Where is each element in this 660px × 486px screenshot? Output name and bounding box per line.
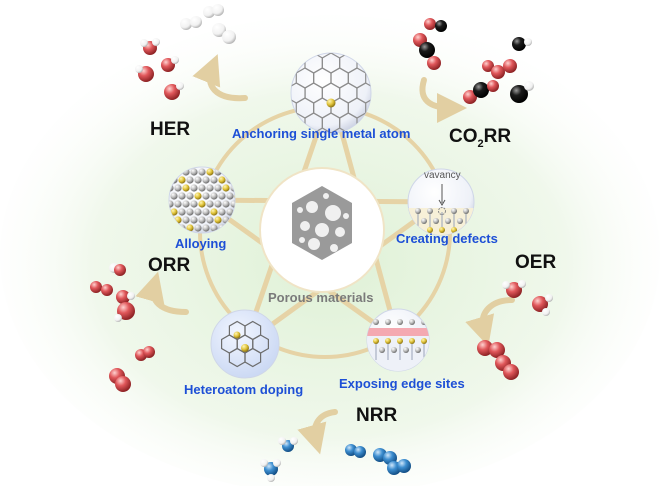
- anchoring-single-atom-node: [290, 52, 372, 134]
- nrr-molecules: [260, 437, 411, 482]
- alloy-atom: [169, 200, 174, 208]
- nrr-label: NRR: [356, 405, 398, 426]
- reaction-arrows: [135, 54, 515, 455]
- alloy-atom: [214, 200, 222, 208]
- alloy-atom: [190, 216, 198, 224]
- co2rr-label: CO2RR: [449, 126, 511, 150]
- alloy-atom: [218, 176, 226, 184]
- alloy-atom: [206, 200, 214, 208]
- alloy-atom: [206, 168, 214, 176]
- alloy-atom: [202, 208, 210, 216]
- alloy-atom: [182, 184, 190, 192]
- alloying-label: Alloying: [175, 236, 227, 251]
- alloy-atom: [190, 184, 198, 192]
- alloy-atom: [174, 200, 182, 208]
- porous-materials-node: [259, 167, 385, 293]
- alloy-atom: [186, 176, 194, 184]
- alloy-atom: [206, 184, 214, 192]
- alloy-atom: [182, 216, 190, 224]
- exposing-edge-sites-label: Exposing edge sites: [339, 376, 465, 391]
- alloy-atom: [230, 200, 235, 208]
- alloy-atom: [198, 216, 206, 224]
- orr-label: ORR: [148, 255, 191, 276]
- alloy-atom: [198, 184, 206, 192]
- alloy-atom: [194, 176, 202, 184]
- alloy-atom: [226, 192, 234, 200]
- alloy-atom: [194, 192, 202, 200]
- co2rr-label-tail: RR: [483, 126, 512, 147]
- alloy-atom: [178, 192, 186, 200]
- alloy-atom: [186, 208, 194, 216]
- alloy-atom: [186, 192, 194, 200]
- her-label: HER: [150, 119, 191, 140]
- alloy-atom: [210, 192, 218, 200]
- alloy-atom: [182, 200, 190, 208]
- alloy-atom: [214, 216, 222, 224]
- alloy-atom: [194, 224, 202, 232]
- alloy-atom: [202, 192, 210, 200]
- alloy-atom: [210, 224, 218, 232]
- orr-molecules: [90, 263, 155, 392]
- alloy-atom: [202, 176, 210, 184]
- oer-label: OER: [515, 252, 557, 273]
- alloy-atom: [226, 208, 234, 216]
- co2rr-molecules: [413, 18, 534, 104]
- co2rr-label-subscript: 2: [477, 137, 484, 150]
- alloy-atom: [206, 216, 214, 224]
- alloy-atom: [202, 224, 210, 232]
- heteroatom-doping-label: Heteroatom doping: [184, 382, 304, 397]
- alloy-atom: [222, 200, 230, 208]
- anchoring-label: Anchoring single metal atom: [232, 126, 411, 141]
- alloy-atom: [218, 208, 226, 216]
- alloy-atom: [210, 208, 218, 216]
- creating-defects-label: Creating defects: [396, 231, 498, 246]
- alloy-atom: [190, 168, 198, 176]
- alloy-atom: [222, 184, 230, 192]
- alloy-atom: [218, 192, 226, 200]
- vacancy-label: vavancy: [424, 170, 461, 181]
- alloy-atom: [198, 168, 206, 176]
- her-molecules: [135, 4, 236, 100]
- alloy-atom: [190, 200, 198, 208]
- heteroatom-doping-node: [210, 309, 280, 379]
- alloy-atom: [198, 200, 206, 208]
- alloy-atom: [170, 192, 178, 200]
- alloy-atom: [178, 208, 186, 216]
- alloy-atom: [186, 224, 194, 232]
- alloy-atom: [214, 184, 222, 192]
- co2rr-label-main: CO: [449, 126, 478, 147]
- alloy-atom: [178, 176, 186, 184]
- porous-materials-label: Porous materials: [268, 290, 374, 305]
- oer-molecules: [477, 280, 553, 380]
- alloy-atom: [210, 176, 218, 184]
- alloy-atom: [174, 184, 182, 192]
- alloy-atom: [170, 208, 178, 216]
- alloy-atom: [194, 208, 202, 216]
